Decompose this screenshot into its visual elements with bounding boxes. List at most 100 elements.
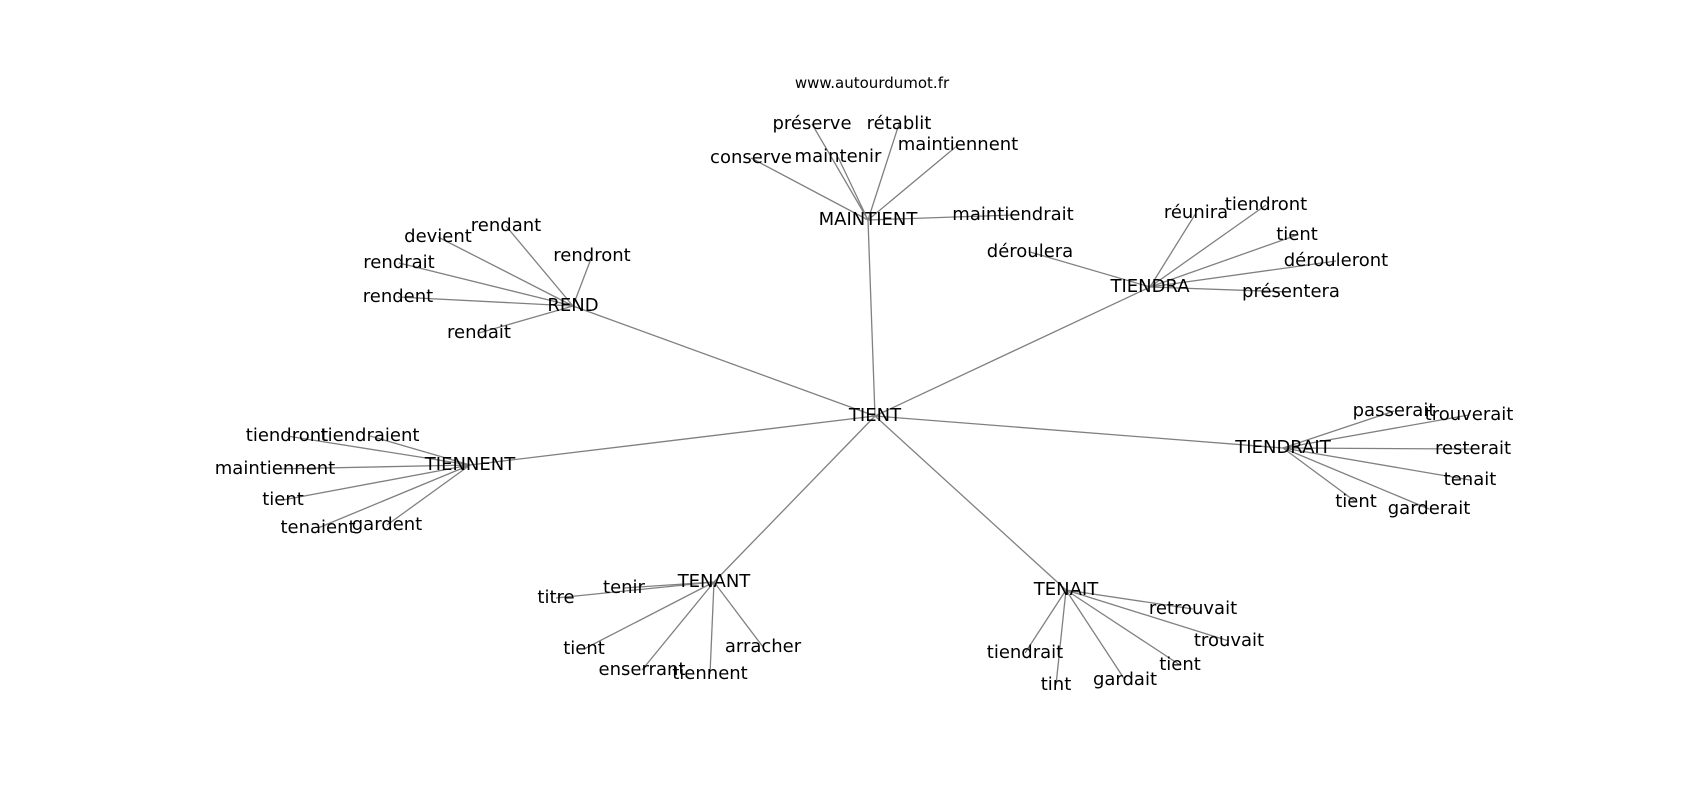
node-hub-tiendrait: TIENDRAIT xyxy=(1234,437,1331,458)
node-hub-tenant: TENANT xyxy=(677,571,752,592)
node-leaf-tenait-gardait: gardait xyxy=(1093,669,1157,690)
edge-maintient-preserve xyxy=(811,123,869,221)
node-leaf-tiendra-deroulera: déroulera xyxy=(987,241,1073,262)
node-leaf-tiendrait-resterait: resterait xyxy=(1435,438,1511,459)
node-leaf-tiennent-tiendront: tiendront xyxy=(246,425,328,446)
edge-tenait-tient xyxy=(1065,589,1181,666)
node-leaf-tenant-tiennent: tiennent xyxy=(672,663,748,684)
node-leaf-maintient-maintiendrait: maintiendrait xyxy=(952,204,1073,225)
node-leaf-tiennent-tient: tient xyxy=(262,489,304,510)
edge-tiendrait-trouverait xyxy=(1282,414,1470,449)
site-label: www.autourdumot.fr xyxy=(795,74,950,92)
edge-tiendra-presentera xyxy=(1149,286,1292,293)
node-leaf-tenait-tient: tient xyxy=(1159,654,1201,675)
node-leaf-rend-rendant: rendant xyxy=(471,215,541,236)
edge-tiendra-deroulera xyxy=(1029,251,1151,288)
edge-tiendrait-tient xyxy=(1282,447,1357,503)
edge-rend-rendront xyxy=(572,255,593,307)
graph-edges xyxy=(274,123,1474,686)
node-leaf-rend-rendrait: rendrait xyxy=(363,252,434,273)
edge-tiennent-tient xyxy=(282,464,471,501)
node-leaf-tiendrait-trouverait: trouverait xyxy=(1425,404,1514,425)
node-leaf-rend-rendent: rendent xyxy=(363,286,433,307)
edge-tiendra-tiendront xyxy=(1149,204,1267,288)
node-leaf-maintient-conserve: conserve xyxy=(710,147,792,168)
edge-tiendrait-resterait xyxy=(1282,447,1474,450)
node-leaf-tiennent-gardent: gardent xyxy=(352,514,423,535)
node-leaf-tiendra-tient: tient xyxy=(1276,224,1318,245)
node-leaf-tenant-enserrant: enserrant xyxy=(599,659,686,680)
edge-root-tiendrait xyxy=(874,415,1284,449)
edge-tenant-tiennent xyxy=(709,581,715,675)
edge-tiendrait-passerait xyxy=(1282,410,1395,449)
edge-tiennent-tiendraient xyxy=(369,435,471,466)
edge-rend-devient xyxy=(437,236,574,307)
edge-tiennent-gardent xyxy=(386,464,471,526)
edge-maintient-retablit xyxy=(867,123,900,221)
edge-tenait-trouvait xyxy=(1065,589,1230,642)
edge-maintient-maintenir xyxy=(837,156,869,221)
edge-tenant-enserrant xyxy=(641,581,715,671)
node-leaf-tiendra-reunira: réunira xyxy=(1164,202,1228,223)
node-leaf-maintient-preserve: préserve xyxy=(772,113,851,134)
edge-tenait-tiendrait xyxy=(1024,589,1067,654)
edge-root-tiennent xyxy=(469,415,876,466)
node-leaf-tenant-tient: tient xyxy=(563,638,605,659)
edge-rend-rendant xyxy=(505,225,574,307)
node-leaf-maintient-maintiennent: maintiennent xyxy=(898,134,1018,155)
node-leaf-tiendra-tiendront: tiendront xyxy=(1225,194,1307,215)
node-leaf-tiendra-derouleront: dérouleront xyxy=(1284,250,1388,271)
edge-maintient-conserve xyxy=(750,157,869,221)
edge-root-tenait xyxy=(874,415,1067,591)
edge-rend-rendait xyxy=(478,305,574,334)
node-leaf-rend-rendait: rendait xyxy=(447,322,511,343)
edge-tenant-titre xyxy=(555,581,715,599)
node-leaf-rend-devient: devient xyxy=(404,226,472,247)
edge-tenait-retrouvait xyxy=(1065,589,1194,610)
edge-tenant-tenir xyxy=(623,581,715,589)
edge-root-tiendra xyxy=(874,286,1151,417)
edge-tiennent-tiendront xyxy=(286,435,471,466)
edge-rend-rendrait xyxy=(398,262,574,307)
edge-tenait-gardait xyxy=(1065,589,1126,681)
edge-tenant-arracher xyxy=(713,581,764,648)
node-leaf-tiendrait-tenait: tenait xyxy=(1444,469,1497,490)
node-leaf-tenait-tint: tint xyxy=(1041,674,1072,695)
node-leaf-tenant-arracher: arracher xyxy=(725,636,802,657)
node-leaf-tiendrait-garderait: garderait xyxy=(1388,498,1471,519)
node-leaf-tiendra-presentera: présentera xyxy=(1242,281,1340,302)
node-leaf-tiennent-maintiennent: maintiennent xyxy=(215,458,335,479)
edge-tiendra-reunira xyxy=(1149,212,1197,288)
node-leaf-tiendrait-passerait: passerait xyxy=(1353,400,1436,421)
node-hub-rend: REND xyxy=(547,295,598,316)
edge-tenant-tient xyxy=(583,581,715,650)
edge-root-maintient xyxy=(867,219,876,417)
node-leaf-rend-rendront: rendront xyxy=(553,245,630,266)
node-root-tient: TIENT xyxy=(848,405,902,426)
edge-root-rend xyxy=(572,305,876,417)
node-hub-tenait: TENAIT xyxy=(1033,579,1099,600)
node-leaf-maintient-maintenir: maintenir xyxy=(795,146,883,167)
edge-tiennent-tenaient xyxy=(317,464,471,529)
edge-tiendra-tient xyxy=(1149,234,1298,288)
edge-rend-rendent xyxy=(397,296,574,307)
edge-maintient-maintiendrait xyxy=(867,214,1014,221)
node-leaf-tiennent-tenaient: tenaient xyxy=(280,517,355,538)
edge-root-tenant xyxy=(713,415,876,583)
node-hub-tiennent: TIENNENT xyxy=(424,454,516,475)
edge-maintient-maintiennent xyxy=(867,144,959,221)
edge-tiendra-derouleront xyxy=(1149,260,1337,288)
node-leaf-tiendrait-tient: tient xyxy=(1335,491,1377,512)
node-leaf-tenant-tenir: tenir xyxy=(603,577,646,598)
edge-tiennent-maintiennent xyxy=(274,464,471,470)
node-leaf-tenant-titre: titre xyxy=(537,587,574,608)
edge-tiendrait-garderait xyxy=(1282,447,1430,510)
node-leaf-tiennent-tiendraient: tiendraient xyxy=(321,425,420,446)
node-leaf-tenait-retrouvait: retrouvait xyxy=(1149,598,1237,619)
edge-tiendrait-tenait xyxy=(1282,447,1471,481)
node-leaf-tenait-tiendrait: tiendrait xyxy=(987,642,1063,663)
node-hub-maintient: MAINTIENT xyxy=(819,209,919,230)
node-leaf-tenait-trouvait: trouvait xyxy=(1194,630,1264,651)
